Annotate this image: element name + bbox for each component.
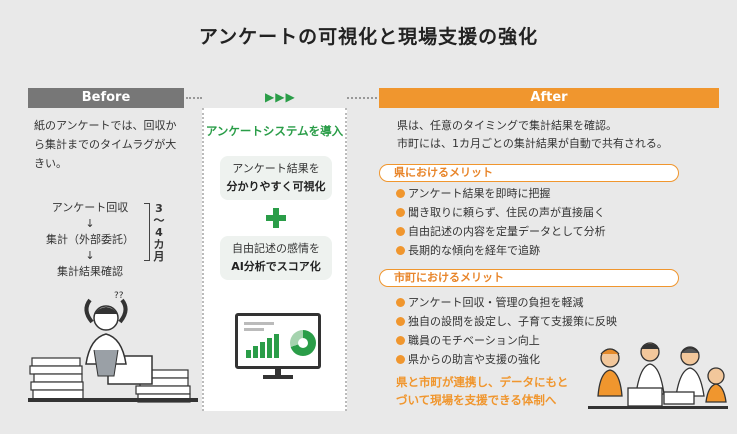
ai-analysis-box: 自由記述の感情を AI分析でスコア化 xyxy=(220,236,332,280)
before-description: 紙のアンケートでは、回収から集計までのタイムラグが大きい。 xyxy=(34,119,177,170)
system-intro-title: アンケートシステムを導入 xyxy=(205,124,344,138)
list-item: 職員のモチベーション向上 xyxy=(396,331,696,350)
dashboard-monitor-icon xyxy=(235,313,321,381)
team-collaboration-illustration xyxy=(588,342,728,409)
page-title: アンケートの可視化と現場支援の強化 xyxy=(198,26,539,48)
plus-icon xyxy=(266,208,286,228)
list-item: 自由記述の内容を定量データとして分析 xyxy=(396,222,696,241)
duration-bracket xyxy=(144,203,150,261)
conclusion-text: 県と市町が連携し、データにもと づいて現場を支援できる体制へ xyxy=(396,375,569,407)
list-item: 聞き取りに頼らず、住民の声が直接届く xyxy=(396,203,696,222)
visualization-box: アンケート結果を 分かりやすく可視化 xyxy=(220,156,332,200)
stressed-worker-illustration: ?? xyxy=(28,291,198,403)
before-header: Before xyxy=(28,88,184,108)
flow-step: 集計結果確認 xyxy=(57,265,123,278)
flow-arrow: ↓ xyxy=(85,217,95,230)
flow-step: 集計（外部委託） xyxy=(46,233,134,246)
flow-step: アンケート回収 xyxy=(51,201,129,214)
duration-label: 3 〜 4 カ 月 xyxy=(153,202,165,263)
list-item: 県からの助言や支援の強化 xyxy=(396,350,696,369)
list-item: 長期的な傾向を経年で追跡 xyxy=(396,241,696,260)
list-item: 独自の設問を設定し、子育て支援策に反映 xyxy=(396,312,696,331)
list-item: アンケート結果を即時に把握 xyxy=(396,184,696,203)
city-merits-heading: 市町におけるメリット xyxy=(379,269,679,287)
svg-text:??: ?? xyxy=(114,291,124,301)
arrows-icon: ▶▶▶ xyxy=(265,90,296,104)
dotted-connector xyxy=(347,97,377,99)
before-flow: アンケート回収 ↓ 集計（外部委託） ↓ 集計結果確認 xyxy=(40,200,140,280)
prefecture-merits-heading: 県におけるメリット xyxy=(379,164,679,182)
after-header: After xyxy=(379,88,719,108)
dotted-connector xyxy=(186,97,202,99)
list-item: アンケート回収・管理の負担を軽減 xyxy=(396,293,696,312)
after-description: 県は、任意のタイミングで集計結果を確認。 市町には、1カ月ごとの集計結果が自動で… xyxy=(397,119,668,150)
middle-column: アンケートシステムを導入 アンケート結果を 分かりやすく可視化 自由記述の感情を… xyxy=(202,108,347,411)
city-merits-list: アンケート回収・管理の負担を軽減 独自の設問を設定し、子育て支援策に反映 職員の… xyxy=(396,293,696,369)
flow-arrow: ↓ xyxy=(85,249,95,262)
prefecture-merits-list: アンケート結果を即時に把握 聞き取りに頼らず、住民の声が直接届く 自由記述の内容… xyxy=(396,184,696,260)
